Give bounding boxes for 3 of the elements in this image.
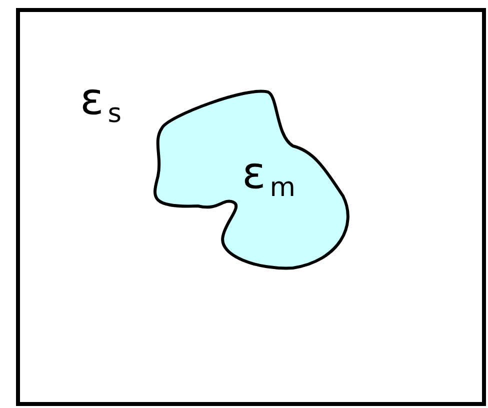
region-box — [16, 8, 486, 406]
permittivity-label: ε$_{m}$ — [242, 152, 296, 202]
permittivity-label: ε$_{s}$ — [80, 78, 122, 128]
